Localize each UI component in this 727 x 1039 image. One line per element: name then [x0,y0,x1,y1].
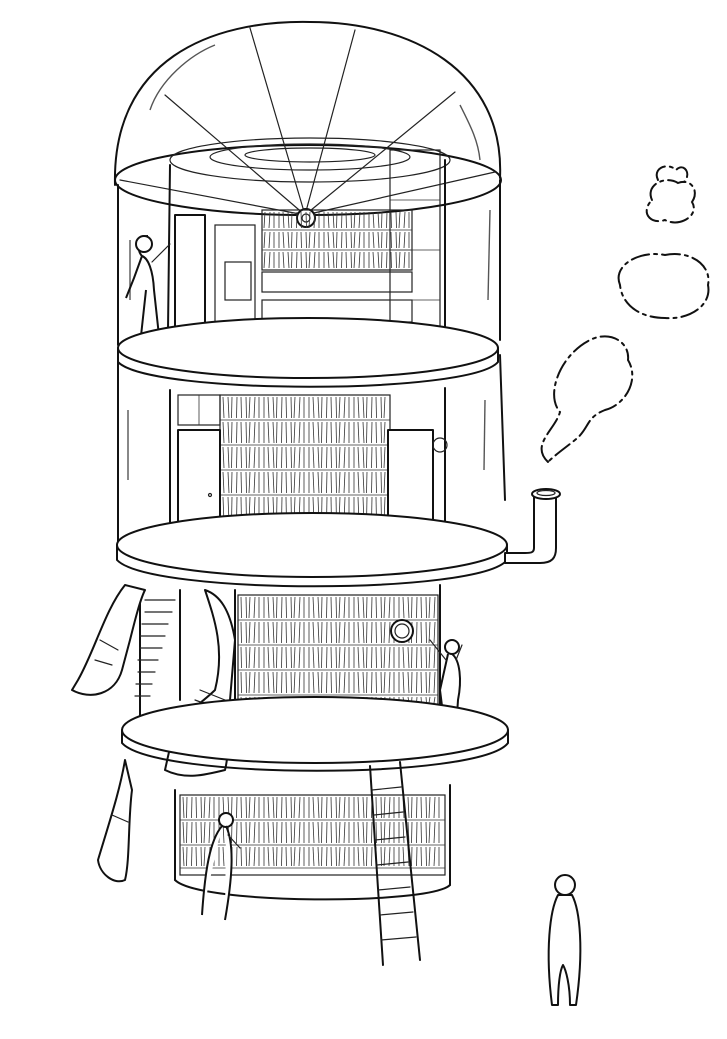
chimney-pipe [504,488,561,564]
person [201,812,241,921]
person [547,874,582,1006]
glass-walls [117,179,506,546]
ladder [369,761,421,966]
bookshelves [219,394,391,526]
floor-disc [116,512,508,588]
glass-dome [113,20,502,228]
smoke-puffs [540,165,710,463]
floor-disc [121,696,509,772]
floor-disc [117,317,499,388]
tier-4 [97,759,451,921]
spiral-staircase [134,589,181,721]
porthole-window [390,619,414,643]
bookshelves [261,209,413,271]
curtain [97,759,133,883]
bookshelves [237,594,439,706]
